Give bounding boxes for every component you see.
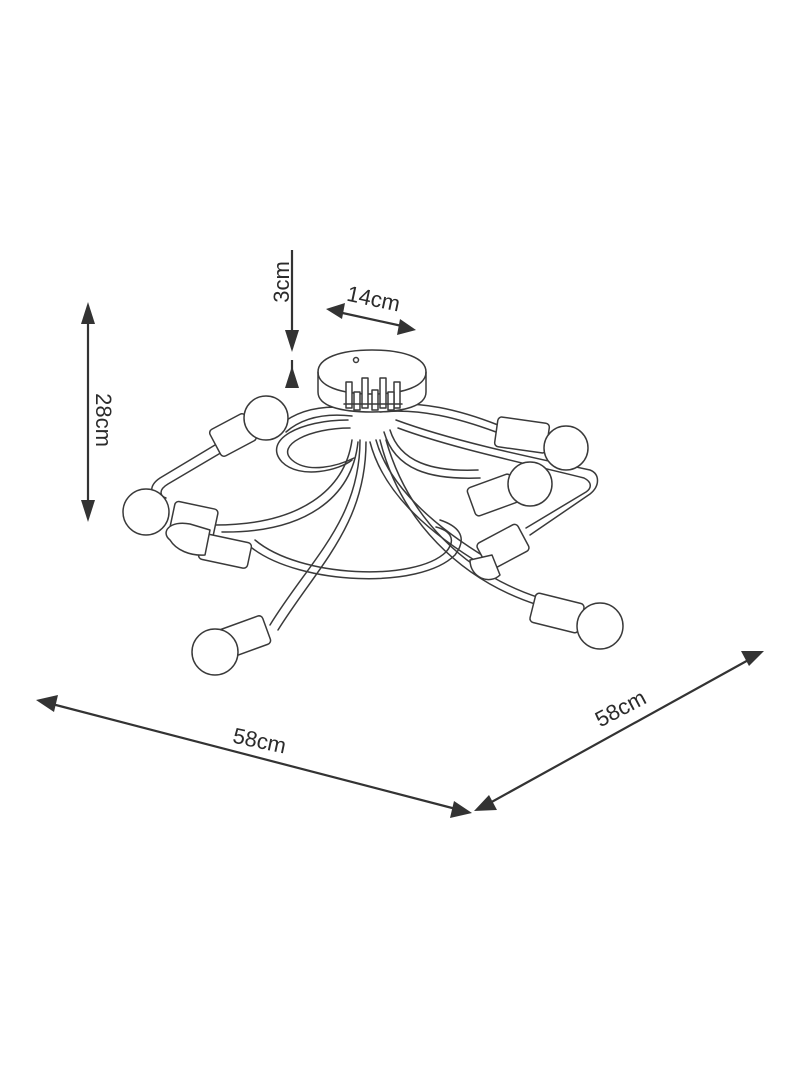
dimension-depth: 58cm — [474, 651, 764, 811]
dimension-width: 58cm — [36, 695, 472, 818]
label-canopy-diameter: 14cm — [345, 281, 403, 317]
dimension-canopy-diameter: 14cm — [326, 281, 416, 335]
bulb-bottom-right — [529, 592, 624, 650]
bulb-upper-right — [493, 416, 589, 471]
dimension-total-height: 28cm — [81, 302, 116, 522]
bulb-middle-right — [466, 461, 553, 517]
label-depth: 58cm — [591, 685, 650, 732]
bulb-middle-left — [165, 522, 253, 569]
bulb-bottom-left — [191, 615, 272, 676]
dimension-canopy-height: 3cm — [269, 250, 299, 388]
bulb-upper-left — [208, 395, 289, 457]
lamp-illustration — [122, 349, 624, 676]
bulb-lower-right — [469, 523, 530, 581]
label-canopy-height: 3cm — [269, 261, 294, 303]
label-total-height: 28cm — [91, 393, 116, 447]
ceiling-canopy — [317, 349, 427, 413]
